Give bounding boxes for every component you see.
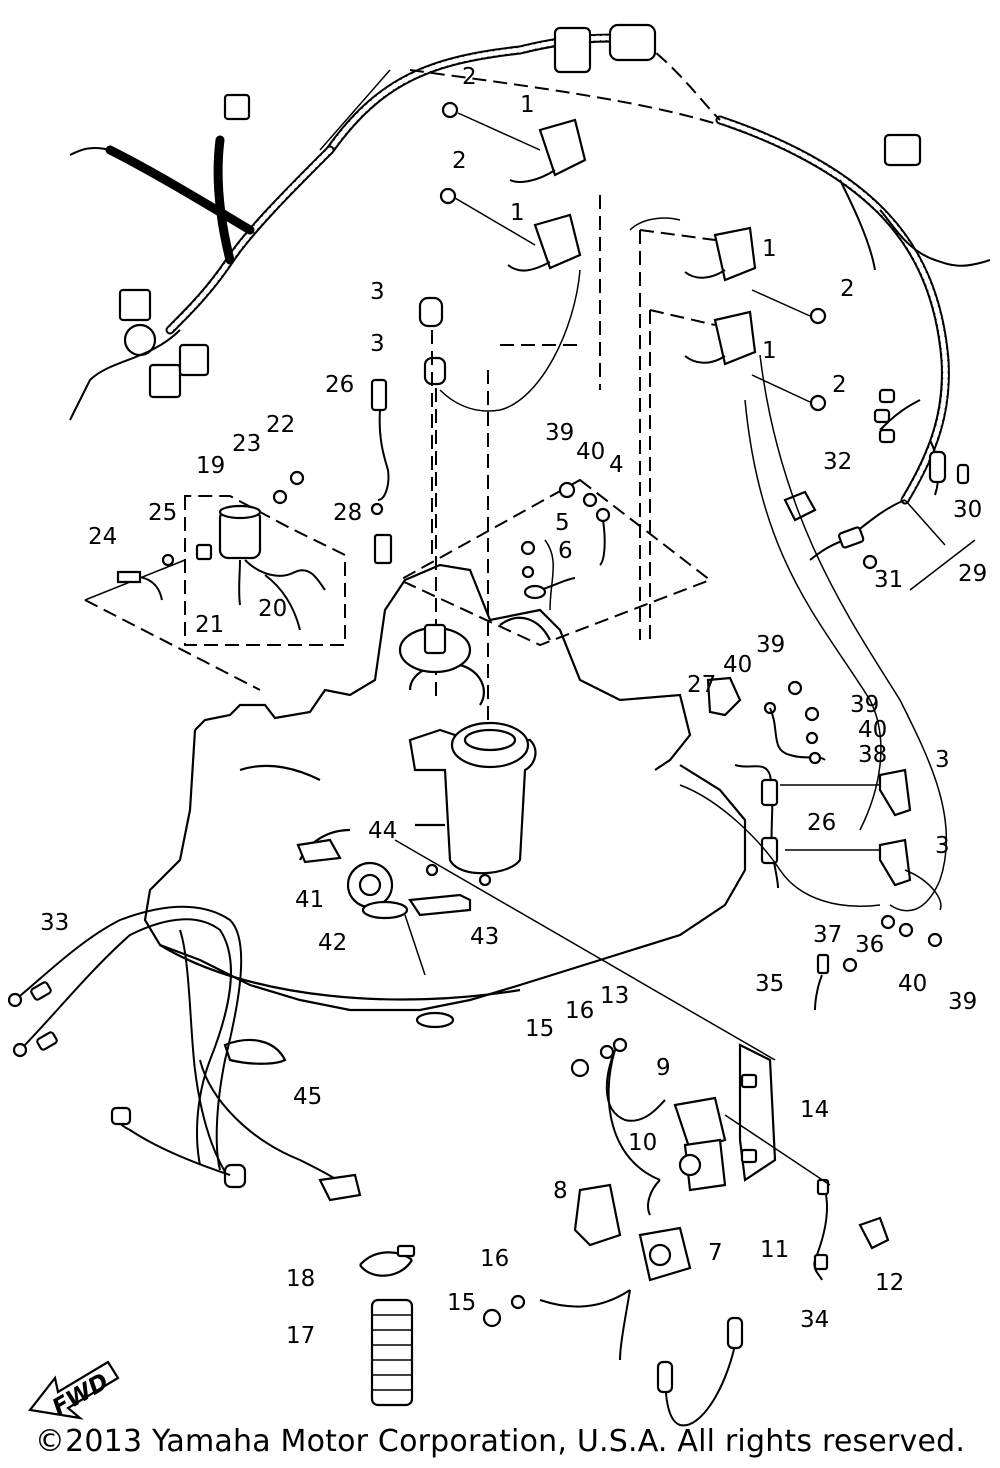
callout-c16a: 16 bbox=[565, 998, 594, 1024]
callout-c14: 14 bbox=[800, 1097, 829, 1123]
callout-c30: 30 bbox=[953, 497, 982, 523]
callout-c13: 13 bbox=[600, 983, 629, 1009]
callout-c26a: 26 bbox=[325, 372, 354, 398]
callout-c39c: 39 bbox=[850, 692, 879, 718]
relay-assembly-group bbox=[84, 378, 393, 691]
callout-c27: 27 bbox=[687, 672, 716, 698]
callout-c40d: 40 bbox=[898, 971, 927, 997]
callout-c26b: 26 bbox=[807, 810, 836, 836]
callout-c23: 23 bbox=[232, 431, 261, 457]
callout-c2c: 2 bbox=[840, 276, 855, 302]
callout-c40b: 40 bbox=[723, 652, 752, 678]
clamp-45 bbox=[223, 1038, 287, 1065]
starter-relay-assembly bbox=[482, 1037, 890, 1361]
rectifier-assembly bbox=[296, 838, 776, 1061]
callout-c38: 38 bbox=[858, 742, 887, 768]
copyright-notice: ©2013 Yamaha Motor Corporation, U.S.A. A… bbox=[34, 1424, 966, 1459]
reference-outlines bbox=[319, 69, 948, 912]
starter-motor bbox=[408, 721, 537, 887]
callout-c29: 29 bbox=[958, 561, 987, 587]
callout-c6: 6 bbox=[558, 538, 573, 564]
main-wiring-harness bbox=[69, 23, 991, 505]
callout-c36: 36 bbox=[855, 932, 884, 958]
callout-c44: 44 bbox=[368, 818, 397, 844]
callout-c2a: 2 bbox=[462, 64, 477, 90]
callout-c2b: 2 bbox=[452, 148, 467, 174]
callout-c5: 5 bbox=[555, 510, 570, 536]
callout-c33: 33 bbox=[40, 910, 69, 936]
callout-c40a: 40 bbox=[576, 439, 605, 465]
callout-c35: 35 bbox=[755, 971, 784, 997]
callout-c37: 37 bbox=[813, 922, 842, 948]
callout-c22: 22 bbox=[266, 412, 295, 438]
battery-cable-33 bbox=[7, 905, 362, 1202]
fwd-arrow: FWD bbox=[27, 1360, 120, 1422]
callout-c1b: 1 bbox=[510, 200, 525, 226]
callout-c7: 7 bbox=[708, 1240, 723, 1266]
callout-c3d: 3 bbox=[935, 833, 950, 859]
callout-c43: 43 bbox=[470, 924, 499, 950]
right-wiring-group bbox=[679, 676, 942, 911]
callout-c2d: 2 bbox=[832, 372, 847, 398]
callout-c3c: 3 bbox=[935, 747, 950, 773]
right-harness-parts bbox=[783, 388, 976, 591]
callout-c17: 17 bbox=[286, 1323, 315, 1349]
callout-c15b: 15 bbox=[447, 1290, 476, 1316]
callout-c31: 31 bbox=[874, 567, 903, 593]
callout-c10: 10 bbox=[628, 1130, 657, 1156]
callout-c1c: 1 bbox=[762, 236, 777, 262]
callout-c28: 28 bbox=[333, 500, 362, 526]
callout-c32: 32 bbox=[823, 449, 852, 475]
callout-c34: 34 bbox=[800, 1307, 829, 1333]
callout-c8: 8 bbox=[553, 1178, 568, 1204]
callout-c9: 9 bbox=[656, 1055, 671, 1081]
callout-c25: 25 bbox=[148, 500, 177, 526]
callout-c16b: 16 bbox=[480, 1246, 509, 1272]
callout-c39a: 39 bbox=[545, 420, 574, 446]
callout-c3b: 3 bbox=[370, 331, 385, 357]
callout-c12: 12 bbox=[875, 1270, 904, 1296]
callout-c39b: 39 bbox=[756, 632, 785, 658]
ignition-coil-group bbox=[439, 101, 827, 730]
callout-c1d: 1 bbox=[762, 338, 777, 364]
cable-34 bbox=[656, 1316, 744, 1427]
callout-c39d: 39 bbox=[948, 989, 977, 1015]
callout-c24: 24 bbox=[88, 524, 117, 550]
callout-c42: 42 bbox=[318, 930, 347, 956]
callout-c1a: 1 bbox=[520, 92, 535, 118]
callout-c4: 4 bbox=[609, 452, 624, 478]
callout-c21: 21 bbox=[195, 612, 224, 638]
callout-c40c: 40 bbox=[858, 717, 887, 743]
engine-block bbox=[143, 563, 747, 1029]
callout-c15a: 15 bbox=[525, 1016, 554, 1042]
callout-c45: 45 bbox=[293, 1084, 322, 1110]
small-hardware bbox=[520, 481, 943, 1011]
callout-c11: 11 bbox=[760, 1237, 789, 1263]
band-18 bbox=[359, 1244, 416, 1277]
callout-c19: 19 bbox=[196, 453, 225, 479]
svg-text:FWD: FWD bbox=[48, 1369, 113, 1422]
callout-c20: 20 bbox=[258, 596, 287, 622]
callout-c3a: 3 bbox=[370, 279, 385, 305]
sleeve-17 bbox=[370, 1298, 414, 1407]
callout-c18: 18 bbox=[286, 1266, 315, 1292]
callout-c41: 41 bbox=[295, 887, 324, 913]
